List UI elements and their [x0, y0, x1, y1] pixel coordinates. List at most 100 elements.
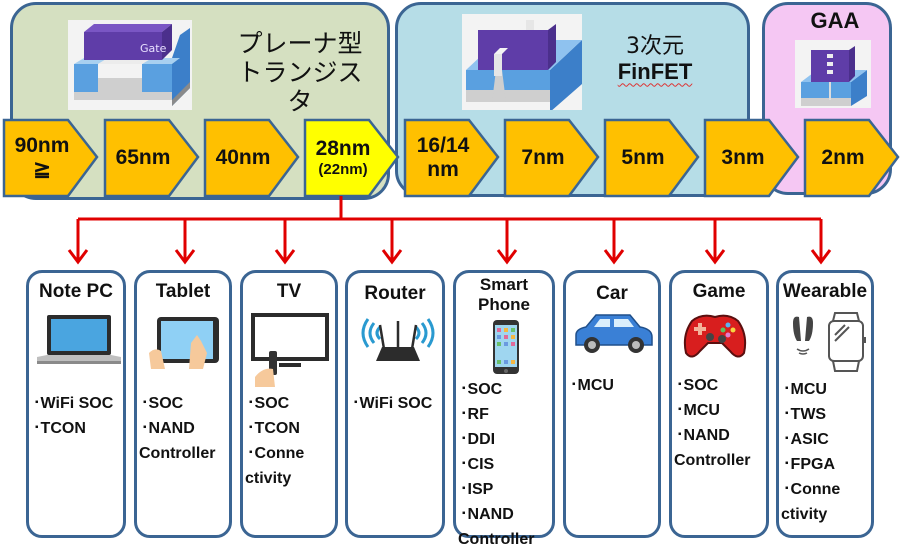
planar-title: プレーナ型 トランジスタ: [230, 29, 370, 116]
component-item: Controller: [139, 445, 216, 462]
smartphone-icon: [492, 319, 520, 380]
node-arrow: 28nm(22nm): [303, 118, 401, 198]
node-label-line1: 7nm: [521, 145, 565, 169]
arrowhead: [704, 249, 726, 265]
node-label: 65nm: [103, 118, 183, 198]
component-item: FPGA: [785, 452, 869, 477]
node-label: 90nm≧: [2, 118, 82, 198]
node-label-line1: 2nm: [821, 145, 865, 169]
component-item: ctivity: [781, 506, 828, 523]
planar-title-line1: プレーナ型: [237, 29, 363, 58]
component-item: SOC: [678, 373, 764, 398]
node-arrow: 5nm: [603, 118, 701, 198]
app-card-wearable: Wearable MCUTWSASICFPGAConnectivity: [776, 270, 874, 538]
component-list: WiFi SOC: [354, 391, 440, 416]
planar-transistor-image: Gate: [68, 20, 192, 110]
node-label-line1: 65nm: [115, 145, 171, 169]
component-item: CIS: [462, 452, 550, 477]
node-arrow: 90nm≧: [2, 118, 100, 198]
finfet-title-line1: 3次元: [626, 34, 684, 59]
node-label: 7nm: [503, 118, 583, 198]
wearable-icon: [787, 311, 871, 380]
node-label: 28nm(22nm): [303, 118, 383, 198]
app-card-car: Car MCU: [563, 270, 661, 538]
arrowhead: [174, 249, 196, 265]
finfet-title-line2: FinFET: [617, 59, 693, 85]
component-list: SOCRFDDICISISPNANDController: [458, 377, 550, 552]
node-label-line1: 40nm: [215, 145, 271, 169]
card-title: TV: [276, 281, 302, 302]
component-item: DDI: [462, 427, 550, 452]
arrowhead: [603, 249, 625, 265]
app-card-tv: TV SOCTCONConne ctivity: [240, 270, 338, 538]
laptop-icon: [35, 313, 123, 372]
node-label-line1: 90nm: [14, 133, 70, 157]
component-item: NAND: [462, 502, 550, 527]
card-title: Car: [596, 283, 628, 304]
app-card-game: Game SOCMCUNANDController: [669, 270, 769, 538]
finfet-title: 3次元 FinFET: [595, 34, 715, 85]
node-arrow-shape: [303, 118, 400, 198]
component-item: TCON: [249, 416, 333, 441]
tablet-icon: [147, 313, 223, 378]
component-list: WiFi SOCTCON: [35, 391, 121, 441]
component-item: NAND: [143, 416, 227, 441]
node-arrow: 65nm: [103, 118, 201, 198]
component-list: MCU: [572, 373, 656, 398]
component-item: MCU: [785, 377, 869, 402]
node-label-line1: 16/14: [416, 133, 470, 157]
node-label-line1: 28nm: [315, 137, 371, 161]
component-item: ctivity: [245, 470, 292, 487]
arrowhead: [496, 249, 518, 265]
component-item: NAND: [678, 423, 764, 448]
node-arrow-shape: [403, 118, 500, 198]
tv-icon: [249, 311, 333, 392]
node-arrow: 2nm: [803, 118, 900, 198]
component-item: TCON: [35, 416, 121, 441]
node-arrow-shape: [103, 118, 200, 198]
component-list: MCUTWSASICFPGAConne ctivity: [781, 377, 869, 527]
component-item: SOC: [462, 377, 550, 402]
car-icon: [572, 311, 656, 362]
node-arrow-shape: [703, 118, 800, 198]
component-item: Conne: [785, 477, 869, 502]
node-label-line2: ≧: [33, 158, 51, 181]
component-item: Conne: [249, 441, 333, 466]
component-list: SOCMCUNANDController: [674, 373, 764, 473]
component-item: SOC: [249, 391, 333, 416]
node-label: 5nm: [603, 118, 683, 198]
component-list: SOCTCONConne ctivity: [245, 391, 333, 491]
card-title: Note PC: [39, 281, 113, 302]
component-item: WiFi SOC: [354, 391, 440, 416]
component-item: SOC: [143, 391, 227, 416]
app-card-router: Router WiFi SOC: [345, 270, 445, 538]
arrowhead: [67, 249, 89, 265]
router-icon: [354, 311, 442, 372]
node-arrow: 40nm: [203, 118, 301, 198]
gaa-transistor-image: [795, 40, 871, 108]
arrowhead: [381, 249, 403, 265]
node-label: 40nm: [203, 118, 283, 198]
component-item: WiFi SOC: [35, 391, 121, 416]
node-arrow-shape: [2, 118, 99, 198]
component-item: MCU: [572, 373, 656, 398]
app-card-note-pc: Note PC WiFi SOCTCON: [26, 270, 126, 538]
app-card-tablet: Tablet SOCNANDController: [134, 270, 232, 538]
card-title: Router: [364, 283, 426, 304]
game-controller-icon: [682, 309, 748, 368]
component-item: RF: [462, 402, 550, 427]
node-arrow-shape: [203, 118, 300, 198]
gate-label: Gate: [140, 42, 167, 55]
node-arrow: 7nm: [503, 118, 601, 198]
app-card-smartphone: Smart Phone SOCRFDDICISISPNANDController: [453, 270, 555, 548]
component-item: TWS: [785, 402, 869, 427]
node-arrow-shape: [503, 118, 600, 198]
node-label: 3nm: [703, 118, 783, 198]
node-label-line1: 3nm: [721, 145, 765, 169]
component-item: ASIC: [785, 427, 869, 452]
component-item: ISP: [462, 477, 550, 502]
component-item: MCU: [678, 398, 764, 423]
